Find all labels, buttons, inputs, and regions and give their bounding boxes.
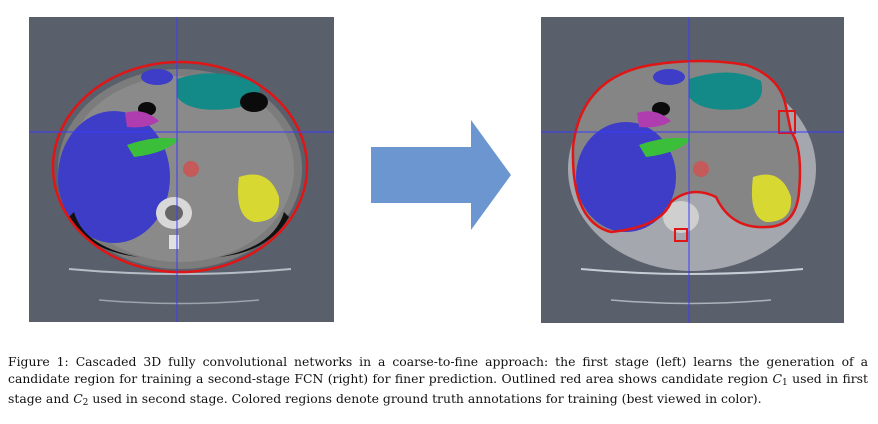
ct-scan-second-stage [541,17,844,323]
figure-label: Figure 1: [8,354,69,370]
pancreas-region [639,137,691,157]
candidate-region-c1-outline [51,60,309,274]
gallbladder-region [637,111,671,128]
stomach-region [689,72,763,110]
c-symbol: C [73,391,83,407]
stomach-region [177,73,260,110]
ct-scan-left-image [29,17,334,322]
caption-text-part2: used in first stage and [8,370,868,407]
caption-text-part1: Cascaded 3D fully convolutional networks… [8,354,868,386]
caption-text-part3: used in second stage. Colored regions de… [92,391,762,407]
spleen-region [751,174,792,222]
c-symbol: C [772,370,782,386]
figure-caption: Figure 1: Cascaded 3D fully convolutiona… [8,354,868,412]
spleen-region [238,174,280,222]
right-arrow-icon [371,120,511,230]
ct-scan-first-stage [29,17,334,322]
c2-subscript: 2 [82,398,89,409]
c1-subscript: 1 [782,377,788,388]
gallbladder-region [125,111,159,128]
pancreas-region [127,137,179,157]
candidate-region-c2-outline [571,59,802,234]
ct-scan-right-image [541,17,844,323]
